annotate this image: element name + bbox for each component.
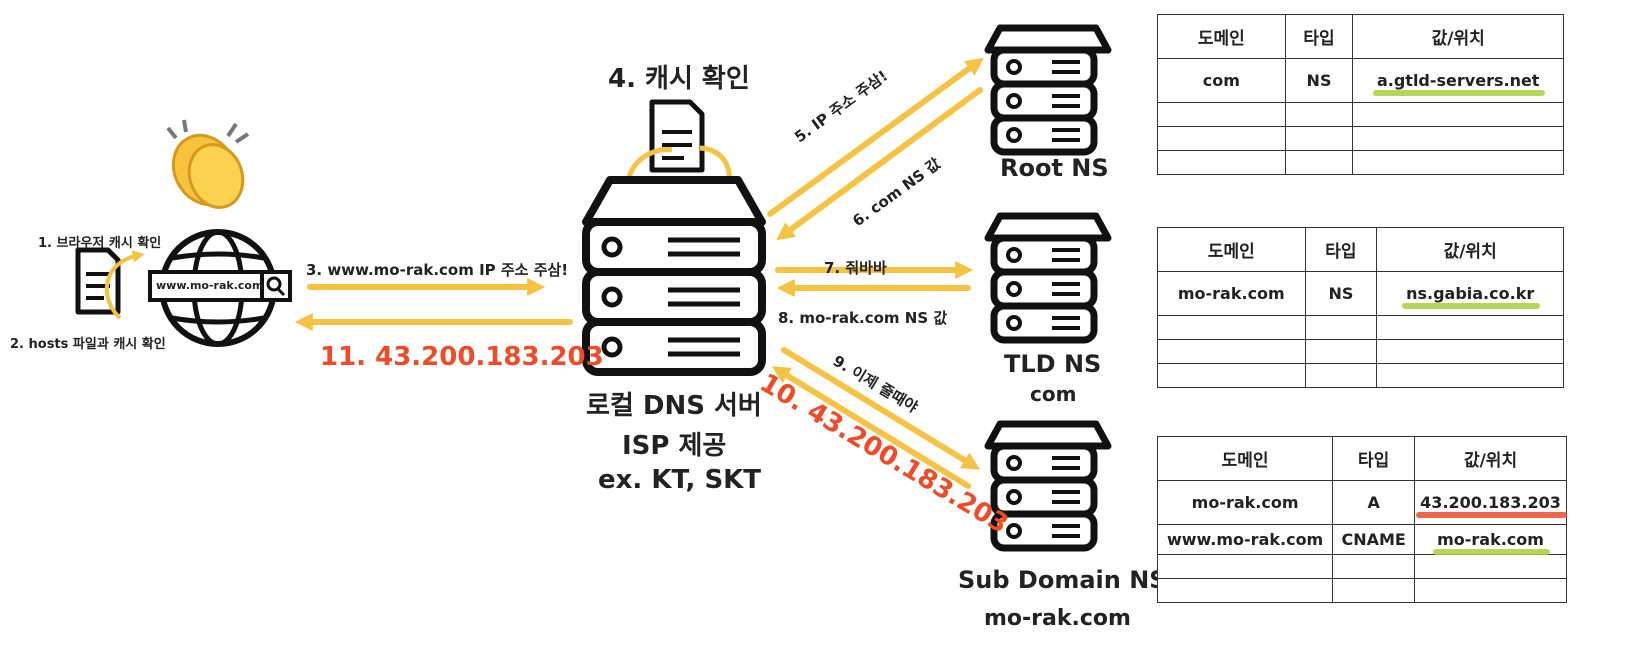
cell-domain: mo-rak.com	[1157, 271, 1306, 316]
sub-domain-ns-sub-label: mo-rak.com	[984, 606, 1131, 631]
arrow-step-10	[771, 366, 971, 489]
header-domain: 도메인	[1156, 436, 1334, 481]
root-ns-server-icon	[984, 24, 1112, 152]
cell-domain: www.mo-rak.com	[1156, 524, 1334, 555]
header-value: 값/위치	[1376, 227, 1564, 272]
tld-ns-server-icon	[984, 212, 1112, 340]
tld-ns-table: 도메인 타입 값/위치 mo-rak.com NS ns.gabia.co.kr	[1157, 227, 1564, 388]
local-dns-server-icon	[582, 176, 766, 376]
local-dns-isp: ISP 제공	[622, 431, 727, 461]
cell-type: A	[1332, 480, 1416, 525]
clapping-hands-icon	[166, 119, 250, 209]
arrow-step-9	[781, 347, 981, 470]
browser-cache-arrow	[105, 250, 145, 320]
step-8-label: 8. mo-rak.com NS 값	[778, 309, 948, 327]
header-domain: 도메인	[1157, 14, 1286, 59]
table-row: mo-rak.com NS ns.gabia.co.kr	[1157, 271, 1564, 316]
sub-domain-ns-server-icon	[984, 420, 1112, 548]
sub-domain-ns-table: 도메인 타입 값/위치 mo-rak.com A 43.200.183.203 …	[1156, 436, 1567, 603]
table-row: mo-rak.com A 43.200.183.203	[1156, 480, 1567, 525]
highlighted-value: a.gtld-servers.net	[1372, 71, 1546, 96]
browser-cache-step-label: 1. 브라우저 캐시 확인	[38, 236, 162, 251]
highlighted-value: ns.gabia.co.kr	[1402, 284, 1541, 309]
highlighted-value: 43.200.183.203	[1416, 493, 1567, 518]
document-icon	[75, 247, 121, 315]
step-7-label: 7. 줘바바	[824, 259, 887, 277]
tld-ns-label: TLD NS	[1004, 350, 1102, 378]
cell-value: mo-rak.com	[1414, 524, 1567, 555]
cell-value: a.gtld-servers.net	[1352, 58, 1564, 103]
header-domain: 도메인	[1157, 227, 1306, 272]
cell-type: NS	[1284, 58, 1354, 103]
step-3-label: 3. www.mo-rak.com IP 주소 주삼!	[306, 261, 569, 279]
cell-type: CNAME	[1332, 524, 1416, 555]
hosts-cache-step-label: 2. hosts 파일과 캐시 확인	[10, 337, 166, 352]
cell-domain: com	[1157, 58, 1286, 103]
header-value: 값/위치	[1414, 436, 1567, 481]
root-ns-label: Root NS	[1000, 154, 1109, 182]
arrow-step-6	[776, 87, 983, 241]
cell-value: 43.200.183.203	[1414, 480, 1567, 525]
table-row: com NS a.gtld-servers.net	[1157, 58, 1564, 103]
browser-url-bar	[148, 270, 292, 302]
cell-type: NS	[1304, 271, 1378, 316]
cell-domain: mo-rak.com	[1156, 480, 1334, 525]
tld-ns-sub-label: com	[1030, 382, 1077, 406]
sub-domain-ns-label: Sub Domain NS	[958, 566, 1167, 594]
table-row: www.mo-rak.com CNAME mo-rak.com	[1156, 524, 1567, 555]
step-11-label: 11. 43.200.183.203	[320, 342, 604, 372]
local-dns-example: ex. KT, SKT	[598, 465, 762, 495]
browser-url-text: www.mo-rak.com	[156, 279, 264, 292]
header-value: 값/위치	[1352, 14, 1564, 59]
cache-document-icon	[649, 99, 705, 173]
cache-check-label: 4. 캐시 확인	[608, 64, 750, 94]
cell-value: ns.gabia.co.kr	[1376, 271, 1564, 316]
local-dns-title: 로컬 DNS 서버	[586, 391, 762, 421]
header-type: 타입	[1332, 436, 1416, 481]
header-type: 타입	[1284, 14, 1354, 59]
arrow-step-5	[767, 57, 984, 217]
highlighted-value: mo-rak.com	[1433, 530, 1550, 555]
search-icon	[266, 276, 286, 297]
header-type: 타입	[1304, 227, 1378, 272]
root-ns-table: 도메인 타입 값/위치 com NS a.gtld-servers.net	[1157, 14, 1564, 175]
